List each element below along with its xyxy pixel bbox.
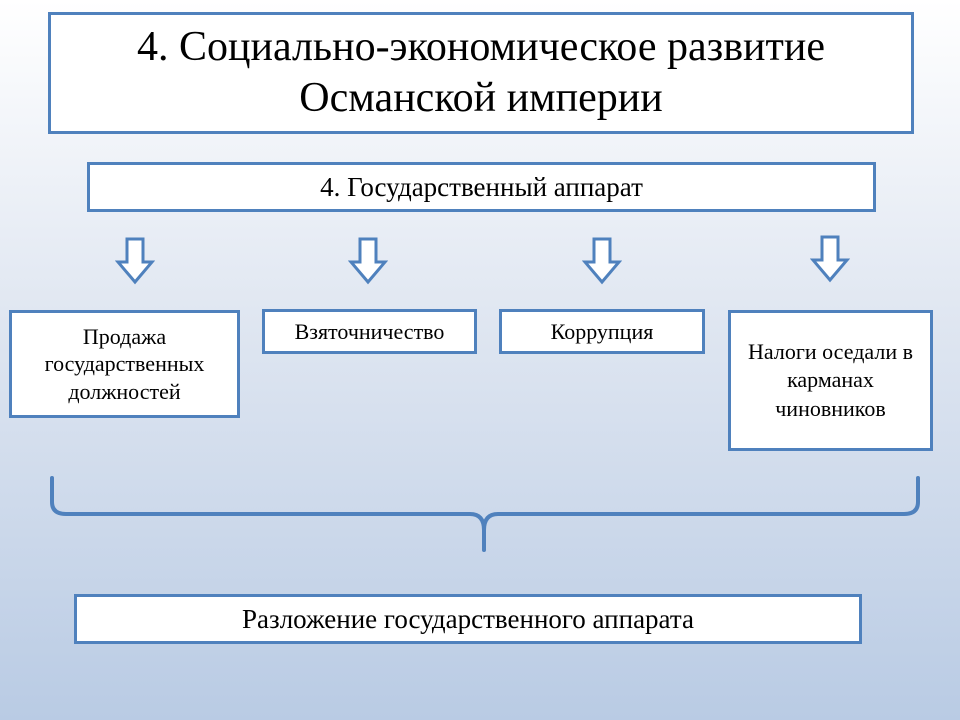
arrow-down-icon xyxy=(810,235,850,283)
item-label: Коррупция xyxy=(550,318,654,344)
result-label: Разложение государственного аппарата xyxy=(242,603,694,634)
item-label: Продажа государственных должностей xyxy=(44,323,205,404)
item-label: Взяточничество xyxy=(294,318,445,344)
slide-title: 4. Социально-экономическое развитие Осма… xyxy=(48,12,914,134)
item-box-corruption: Коррупция xyxy=(499,309,705,354)
arrow-down-icon xyxy=(348,237,388,285)
item-box-bribery: Взяточничество xyxy=(262,309,477,354)
item-box-sale-of-offices: Продажа государственных должностей xyxy=(9,310,240,418)
apparatus-label: 4. Государственный аппарат xyxy=(320,171,643,202)
item-label: Налоги оседали в карманах чиновников xyxy=(748,338,913,421)
apparatus-box: 4. Государственный аппарат xyxy=(87,162,876,212)
arrow-down-icon xyxy=(115,237,155,285)
result-box: Разложение государственного аппарата xyxy=(74,594,862,644)
slide-title-text: 4. Социально-экономическое развитие Осма… xyxy=(137,23,825,121)
arrow-down-icon xyxy=(582,237,622,285)
item-box-taxes: Налоги оседали в карманах чиновников xyxy=(728,310,933,451)
curly-brace-icon xyxy=(50,476,920,552)
